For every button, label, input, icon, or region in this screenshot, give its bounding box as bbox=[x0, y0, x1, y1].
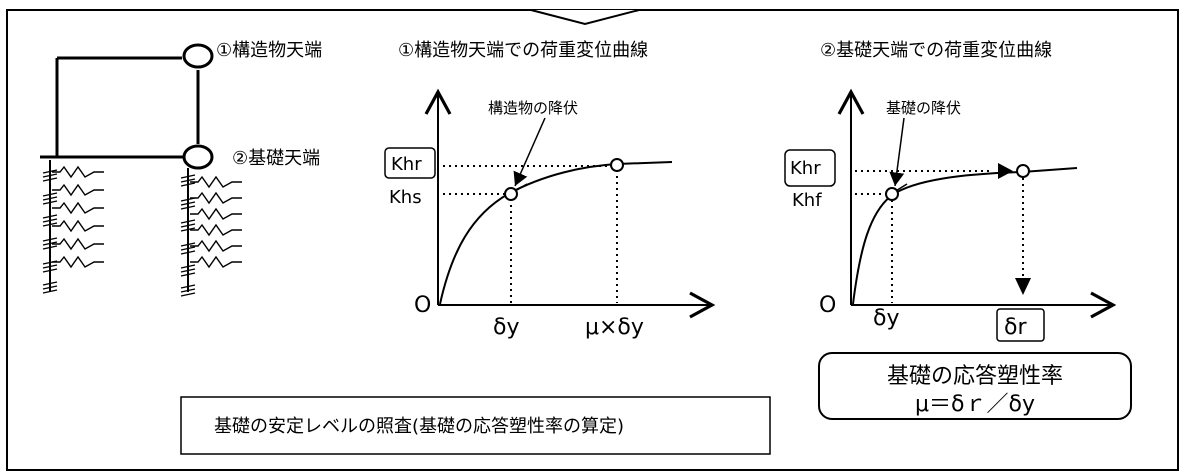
right-yield-point bbox=[885, 187, 899, 201]
ground-hatch bbox=[180, 178, 196, 183]
ground-hatch bbox=[42, 237, 58, 242]
left-mu-dy-label: μ×δy bbox=[585, 315, 644, 340]
ground-hatch bbox=[180, 268, 196, 273]
ground-hatch bbox=[180, 288, 196, 293]
flow-chevron-icon bbox=[530, 9, 640, 26]
soil-spring bbox=[52, 255, 104, 269]
ground-hatch bbox=[180, 264, 196, 269]
right-arrowhead-icon bbox=[998, 163, 1013, 179]
ground-hatch bbox=[42, 245, 58, 250]
ductility-ratio-box bbox=[818, 352, 1132, 420]
soil-spring bbox=[190, 191, 242, 205]
ground-hatch bbox=[42, 200, 58, 205]
ground-hatch bbox=[180, 223, 196, 228]
ground-hatch bbox=[42, 196, 58, 201]
ground-hatch bbox=[42, 285, 58, 290]
left-response-point bbox=[610, 158, 624, 172]
right-response-point bbox=[1016, 164, 1030, 178]
ground-hatch bbox=[180, 250, 196, 255]
ground-hatch bbox=[42, 173, 58, 178]
ground-hatch bbox=[180, 284, 196, 289]
left-khr-box bbox=[384, 147, 436, 179]
ground-hatch bbox=[42, 264, 58, 269]
ground-hatch bbox=[180, 182, 196, 187]
soil-spring bbox=[190, 175, 242, 189]
annotation-structure-yield: 構造物の降伏 bbox=[488, 99, 578, 117]
ground-hatch bbox=[180, 242, 196, 247]
node-2-icon bbox=[182, 144, 214, 170]
ground-hatch bbox=[180, 272, 196, 277]
chart-right bbox=[784, 88, 1117, 342]
soil-spring bbox=[52, 201, 104, 215]
ground-hatch bbox=[42, 222, 58, 227]
soil-springs-right-icon bbox=[180, 174, 242, 297]
right-origin-label: O bbox=[819, 293, 836, 318]
dr-box bbox=[996, 308, 1045, 342]
right-dr-label: δr bbox=[1004, 315, 1027, 340]
soil-spring bbox=[190, 207, 242, 221]
down-arrowhead-icon bbox=[1015, 278, 1031, 295]
left-load-curve bbox=[439, 161, 673, 305]
ductility-ratio-formula: μ＝δｒ／δy bbox=[915, 392, 1035, 417]
soil-spring bbox=[190, 239, 242, 253]
ground-hatch bbox=[180, 201, 196, 206]
ground-hatch bbox=[42, 260, 58, 265]
title-right-curve: ②基礎天端での荷重変位曲線 bbox=[820, 40, 1052, 61]
left-dy-label: δy bbox=[493, 315, 519, 340]
ground-hatch bbox=[42, 169, 58, 174]
soil-spring bbox=[52, 219, 104, 233]
right-khr-box bbox=[784, 149, 836, 187]
chart-left bbox=[384, 88, 716, 319]
left-khr-label: Khr bbox=[391, 154, 422, 175]
right-dy-label: δy bbox=[873, 306, 899, 331]
ground-hatch bbox=[42, 218, 58, 223]
ground-hatch bbox=[42, 214, 58, 219]
soil-springs-left-icon bbox=[42, 165, 104, 294]
soil-spring bbox=[190, 255, 242, 269]
soil-spring bbox=[52, 237, 104, 251]
ground-hatch bbox=[180, 219, 196, 224]
soil-spring bbox=[52, 165, 104, 179]
left-khs-label: Khs bbox=[389, 187, 422, 208]
ground-hatch bbox=[180, 174, 196, 179]
caption-text: 基礎の安定レベルの照査(基礎の応答塑性率の算定) bbox=[214, 416, 624, 437]
label-node-2: ②基礎天端 bbox=[232, 148, 320, 169]
title-left-curve: ①構造物天端での荷重変位曲線 bbox=[398, 40, 648, 61]
ground-hatch bbox=[42, 289, 58, 294]
left-origin-label: O bbox=[414, 293, 431, 318]
ground-hatch bbox=[180, 246, 196, 251]
ductility-ratio-title: 基礎の応答塑性率 bbox=[887, 364, 1063, 389]
annotation-foundation-yield: 基礎の降伏 bbox=[886, 99, 961, 117]
ground-hatch bbox=[180, 227, 196, 232]
soil-spring bbox=[52, 183, 104, 197]
right-khr-label: Khr bbox=[790, 158, 821, 179]
ground-hatch bbox=[42, 192, 58, 197]
structure-model bbox=[40, 43, 242, 297]
ground-hatch bbox=[42, 241, 58, 246]
node-1-icon bbox=[182, 43, 214, 69]
ground-hatch bbox=[42, 281, 58, 286]
right-khf-label: Khf bbox=[792, 190, 822, 211]
left-yield-point bbox=[504, 187, 518, 201]
right-load-curve bbox=[852, 167, 1078, 305]
ground-hatch bbox=[42, 268, 58, 273]
soil-spring bbox=[190, 223, 242, 237]
ground-hatch bbox=[42, 177, 58, 182]
caption-box bbox=[180, 396, 771, 455]
ground-hatch bbox=[180, 292, 196, 297]
ground-hatch bbox=[180, 205, 196, 210]
ground-hatch bbox=[180, 197, 196, 202]
label-node-1: ①構造物天端 bbox=[216, 40, 322, 61]
